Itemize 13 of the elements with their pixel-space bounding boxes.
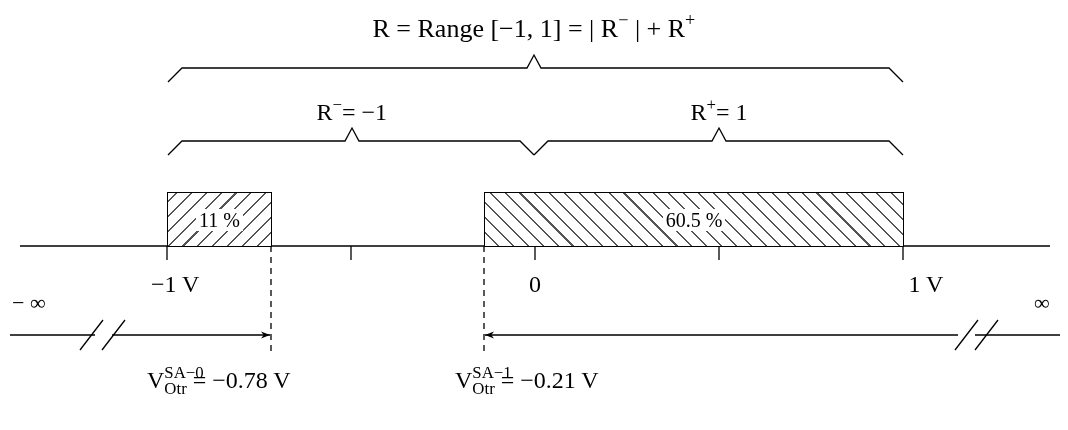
infinity-label: ∞ xyxy=(1034,292,1050,314)
percent-label: 60.5 % xyxy=(662,208,726,231)
axis-value: −1 V xyxy=(151,272,200,296)
range-label: R$^{+}$= 1 xyxy=(690,100,748,124)
range-formula: R = Range [−1, 1] = | R$^{−}$ | + R$^{+}$ xyxy=(372,16,696,42)
infinity-label: − ∞ xyxy=(12,292,46,314)
hatched-bar xyxy=(484,192,904,247)
axis-value: 0 xyxy=(529,272,541,296)
percent-label: 11 % xyxy=(196,208,243,231)
hatched-bar xyxy=(167,192,272,247)
range-label: R$^{−}$= −1 xyxy=(316,100,388,124)
axis-value: 1 V xyxy=(908,272,944,296)
threshold-label: V$^{SA−0}$$_{Otr}$ = −0.78 V xyxy=(147,368,291,392)
